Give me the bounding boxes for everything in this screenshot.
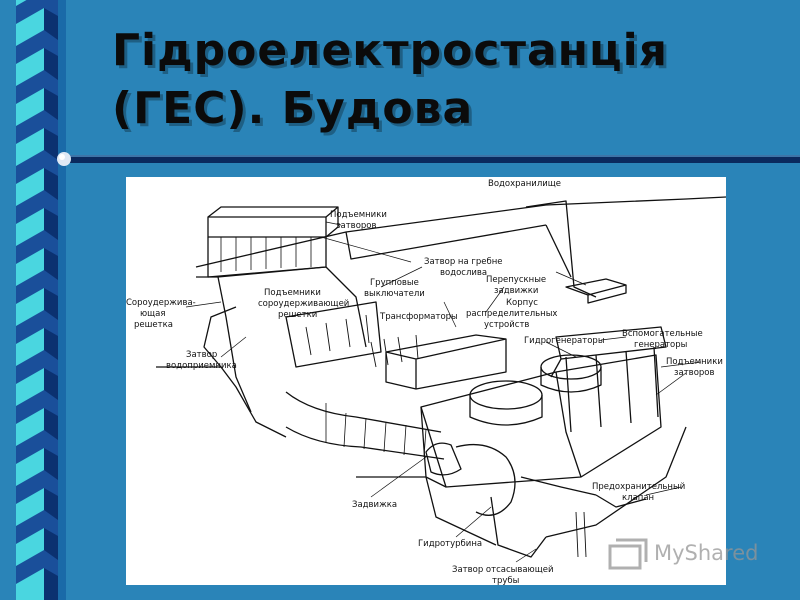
label-transformers: Трансформаторы — [379, 312, 458, 322]
label-switchgear-building-2: распределительных — [466, 309, 557, 319]
ribbon-band — [16, 310, 58, 344]
label-gate-hoists-right: Подъемники — [666, 357, 723, 367]
label-bypass-valves-2: задвижки — [494, 286, 538, 296]
label-reservoir: Водохранилище — [488, 179, 561, 189]
watermark-text: MyShared — [654, 541, 759, 565]
label-relief-valve-2: клапан — [622, 493, 654, 503]
label-group-switches-2: выключатели — [364, 289, 425, 299]
label-gate-hoists-top-2: затворов — [336, 221, 377, 231]
diagram-drawing: Водохранилище Подъемники затворов Затвор… — [126, 179, 726, 585]
label-gate-hoists-top: Подъемники — [330, 210, 387, 220]
ribbon-band — [16, 270, 58, 304]
slide-title: Гідроелектростанція (ГЕС). Будова — [112, 22, 772, 138]
label-switchgear-building-3: устройств — [484, 320, 529, 330]
label-intake-gate-2: водоприемника — [166, 361, 237, 371]
watermark-logo-icon — [608, 538, 648, 570]
label-intake-gate: Затвор — [186, 350, 217, 360]
ribbon-band — [16, 230, 58, 264]
label-bypass-valves: Перепускные — [486, 275, 546, 285]
title-divider-rule — [57, 152, 800, 166]
label-draft-tube-gate-2: трубы — [492, 576, 519, 585]
label-group-switches: Групповые — [370, 278, 419, 288]
ribbon-band — [16, 430, 58, 464]
ribbon-band — [16, 30, 58, 64]
label-relief-valve: Предохранительный — [592, 482, 685, 492]
ribbon-band — [16, 0, 58, 24]
slide-title-line-1: Гідроелектростанція — [112, 25, 669, 76]
label-switchgear-building: Корпус — [506, 298, 538, 308]
label-trash-rack: Сороудержива- — [126, 298, 196, 308]
ribbon-band — [16, 110, 58, 144]
label-draft-tube-gate: Затвор отсасывающей — [452, 565, 553, 575]
ribbon-band — [16, 510, 58, 544]
label-trash-rack-2: ющая — [140, 309, 165, 319]
label-trash-rack-hoists: Подъемники — [264, 288, 321, 298]
ribbon-band — [16, 470, 58, 504]
label-trash-rack-hoists-3: решетки — [278, 310, 317, 320]
ribbon-band — [16, 390, 58, 424]
label-spillway-gate: Затвор на гребне — [424, 257, 503, 267]
label-hydrogenerators: Гидрогенераторы — [524, 336, 605, 346]
label-trash-rack-hoists-2: сороудерживающей — [258, 299, 349, 309]
ribbon-band — [16, 70, 58, 104]
label-hydroturbine: Гидротурбина — [418, 539, 482, 549]
slide-title-line-2: (ГЕС). Будова — [112, 83, 474, 134]
ribbon-band — [16, 550, 58, 584]
label-gate-hoists-right-2: затворов — [674, 368, 715, 378]
decorative-edge-strip — [0, 0, 66, 600]
label-aux-generators-2: генераторы — [634, 340, 687, 350]
ribbon-band — [16, 150, 58, 184]
label-trash-rack-3: решетка — [134, 320, 173, 330]
label-spillway-gate-2: водослива — [440, 268, 487, 278]
myshared-watermark: MyShared — [606, 534, 776, 574]
hydropower-plant-diagram: Водохранилище Подъемники затворов Затвор… — [126, 177, 726, 585]
label-aux-generators: Вспомогательные — [622, 329, 703, 339]
ribbon-band — [16, 350, 58, 384]
ribbon-band — [16, 190, 58, 224]
label-sluice-valve: Задвижка — [352, 500, 397, 510]
